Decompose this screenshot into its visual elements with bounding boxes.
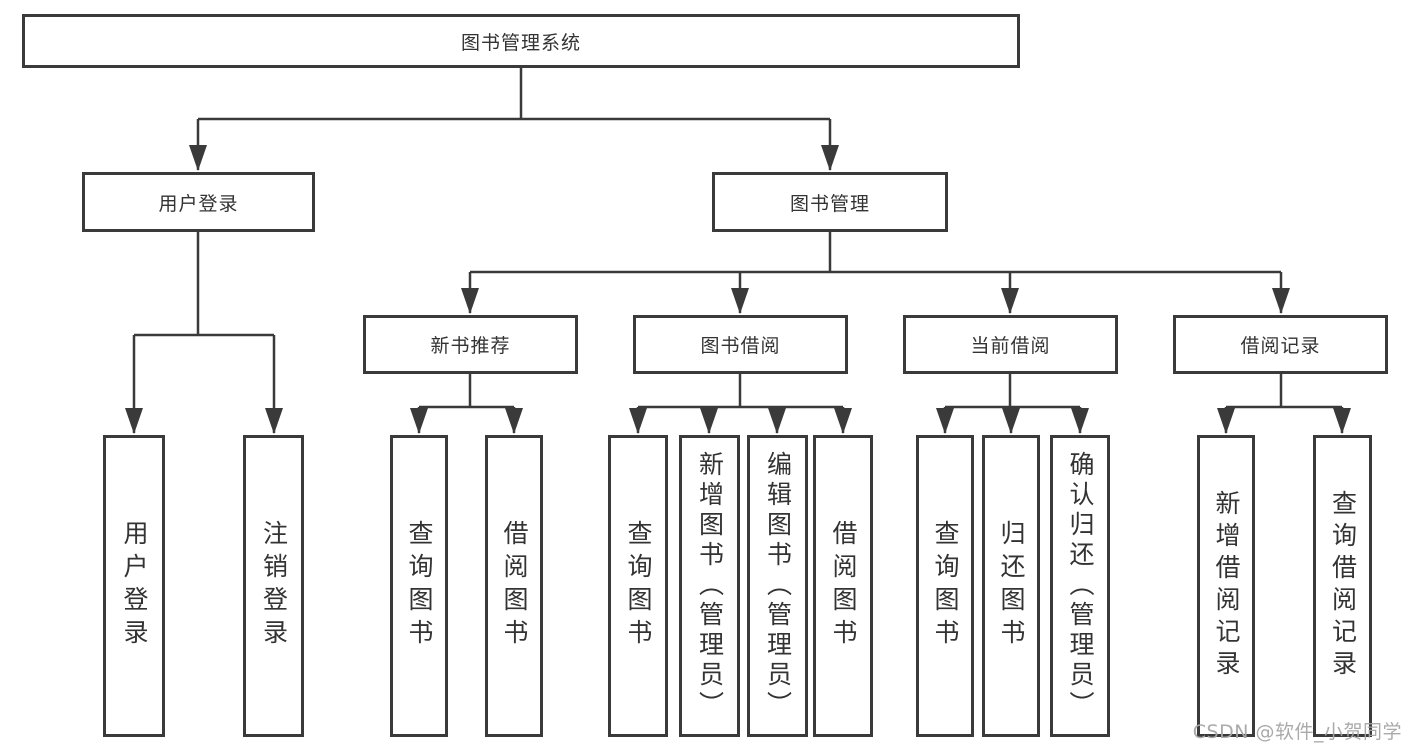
node-label: 查询图书 xyxy=(405,520,434,652)
node-label: 借阅记录 xyxy=(1240,335,1321,357)
node-borrowing-records: 借阅记录 xyxy=(1173,315,1388,374)
node-current-borrowing: 当前借阅 xyxy=(903,315,1118,374)
node-label: 借阅图书 xyxy=(829,520,858,652)
leaf-query-borrow-record: 查询借阅记录 xyxy=(1313,435,1372,737)
node-label: 编辑图书（管理员） xyxy=(763,451,793,721)
leaf-user-login: 用户登录 xyxy=(103,435,165,737)
node-label: 图书借阅 xyxy=(700,335,781,357)
leaf-query-books-borrowing: 查询图书 xyxy=(608,435,668,737)
leaf-add-borrow-record: 新增借阅记录 xyxy=(1197,435,1255,737)
node-label: 用户登录 xyxy=(120,520,149,652)
connector-trunks xyxy=(134,68,1342,409)
node-label: 用户登录 xyxy=(158,192,239,215)
leaf-borrow-books-recommend: 借阅图书 xyxy=(485,435,543,737)
node-book-borrowing: 图书借阅 xyxy=(633,315,848,374)
leaf-borrow-books-borrowing: 借阅图书 xyxy=(813,435,873,737)
leaf-logout-login: 注销登录 xyxy=(243,435,304,737)
node-label: 新书推荐 xyxy=(430,335,511,357)
leaf-query-books-current: 查询图书 xyxy=(916,435,974,737)
leaf-return-books: 归还图书 xyxy=(982,435,1040,737)
node-label: 注销登录 xyxy=(259,520,289,652)
leaf-confirm-return-admin: 确认归还（管理员） xyxy=(1050,435,1110,737)
node-user-login: 用户登录 xyxy=(82,172,315,232)
node-label: 归还图书 xyxy=(997,520,1026,652)
node-new-book-recommendation: 新书推荐 xyxy=(363,315,578,374)
node-label: 确认归还（管理员） xyxy=(1066,451,1095,721)
node-label: 图书管理系统 xyxy=(460,31,581,54)
leaf-query-books-recommend: 查询图书 xyxy=(390,435,448,737)
node-book-management: 图书管理 xyxy=(712,172,948,232)
node-library-system: 图书管理系统 xyxy=(22,14,1020,68)
node-label: 查询图书 xyxy=(931,520,960,652)
watermark: CSDN @软件_小贺同学 xyxy=(1192,721,1402,743)
node-label: 查询图书 xyxy=(624,520,653,652)
node-label: 查询借阅记录 xyxy=(1328,490,1358,682)
node-label: 当前借阅 xyxy=(970,335,1051,357)
node-label: 图书管理 xyxy=(789,192,870,215)
leaf-add-books-admin: 新增图书（管理员） xyxy=(679,435,740,737)
leaf-edit-books-admin: 编辑图书（管理员） xyxy=(747,435,808,737)
node-label: 借阅图书 xyxy=(500,520,529,652)
node-label: 新增借阅记录 xyxy=(1212,490,1241,682)
node-label: 新增图书（管理员） xyxy=(695,451,725,721)
